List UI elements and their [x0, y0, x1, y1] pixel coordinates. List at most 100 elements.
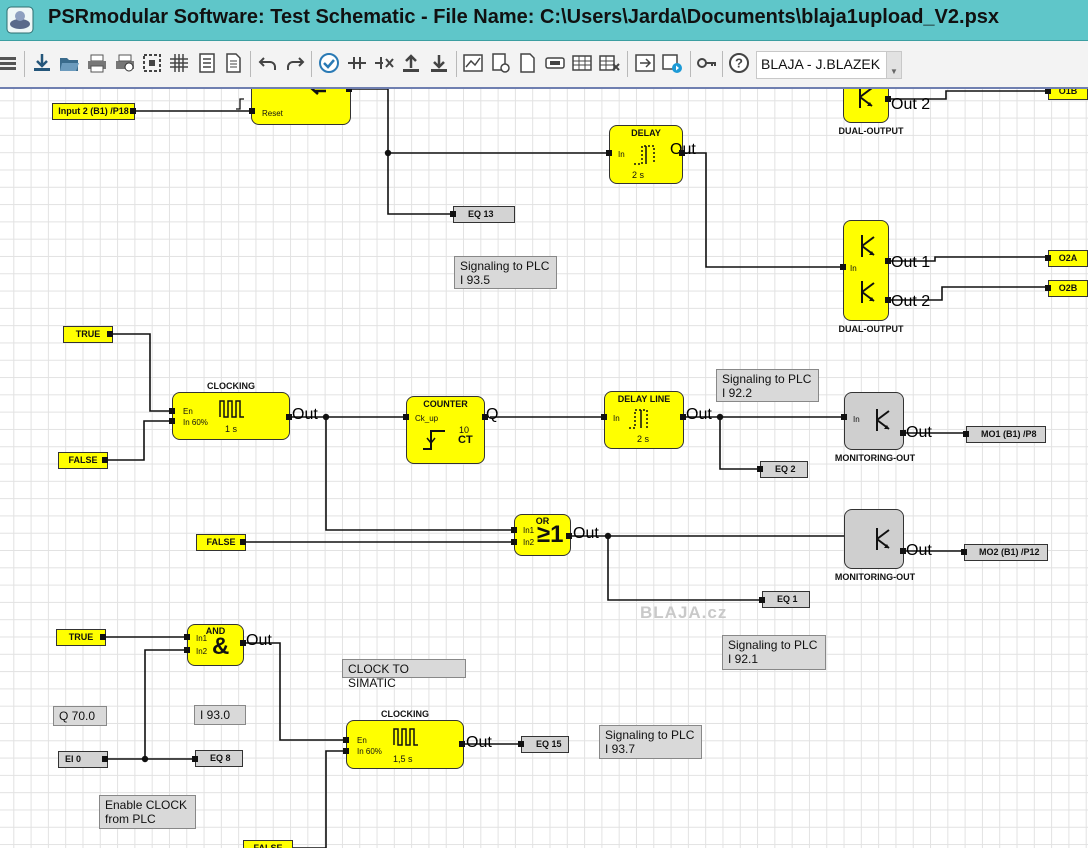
checklist-icon[interactable]	[196, 52, 218, 74]
monitoring-out-block-2[interactable]	[844, 509, 904, 569]
comment-i930[interactable]: I 93.0	[194, 705, 246, 725]
dual-output-block-1[interactable]	[843, 89, 889, 123]
chart-icon[interactable]	[462, 52, 484, 74]
print-preview-icon[interactable]	[114, 52, 136, 74]
redo-icon[interactable]	[284, 52, 306, 74]
disconnect-icon[interactable]	[373, 52, 395, 74]
and-symbol: &	[212, 633, 230, 660]
pin	[511, 527, 517, 533]
clocking-param: 1 s	[225, 424, 238, 434]
counter-edge-icon	[423, 430, 445, 450]
grid-icon[interactable]	[168, 52, 190, 74]
export-icon[interactable]	[634, 52, 656, 74]
switch-symbol-icon	[310, 89, 326, 95]
user-select[interactable]: BLAJA - J.BLAZEK ▼	[756, 51, 902, 79]
download-to-device-icon[interactable]	[428, 52, 450, 74]
help-icon[interactable]: ?	[728, 52, 750, 74]
print-icon[interactable]	[86, 52, 108, 74]
pin-label-out: Out	[906, 542, 932, 559]
pin-label-out: Out	[466, 734, 492, 751]
transistor-icon	[859, 89, 873, 108]
input-tag-false[interactable]: FALSE	[196, 534, 246, 551]
clocking-title-2: CLOCKING	[381, 709, 429, 719]
input-tag-true[interactable]: TRUE	[56, 629, 106, 646]
pin-label-out: Out	[686, 406, 712, 423]
pin	[130, 108, 136, 114]
window-title: PSRmodular Software: Test Schematic - Fi…	[48, 6, 1000, 28]
counter-block[interactable]: COUNTER Ck_up 10 CT	[406, 396, 485, 464]
delay-line-param: 2 s	[637, 434, 650, 444]
chip-icon[interactable]	[544, 52, 566, 74]
menu-icon[interactable]	[0, 52, 22, 74]
pin-label-in1: In1	[196, 634, 208, 643]
comment-signaling-i921[interactable]: Signaling to PLC I 92.1	[722, 635, 826, 670]
comment-signaling-i937[interactable]: Signaling to PLC I 93.7	[599, 725, 702, 759]
reset-edge-icon	[236, 98, 244, 110]
wire	[607, 536, 762, 601]
monitoring-out-block-1[interactable]: In	[844, 392, 904, 450]
output-tag-eq2[interactable]: EQ 2	[760, 461, 808, 478]
pin-label-in1: In1	[523, 526, 535, 535]
output-tag-eq8[interactable]: EQ 8	[195, 750, 243, 767]
output-tag-o2a[interactable]: O2A	[1048, 250, 1088, 267]
simulate-icon[interactable]	[661, 52, 683, 74]
app-logo-icon	[6, 6, 34, 34]
delay-block[interactable]: DELAY In 2 s	[609, 125, 683, 184]
download-icon[interactable]	[31, 52, 53, 74]
schematic-canvas[interactable]: BLAJA.cz Reset DELAY In 2 s Out Out 2 DU…	[0, 89, 1088, 848]
select-region-icon[interactable]	[141, 52, 163, 74]
undo-icon[interactable]	[257, 52, 279, 74]
output-tag-o1b[interactable]: O1B	[1048, 89, 1088, 100]
or-block[interactable]: OR In1 In2 ≥1	[514, 514, 571, 556]
delay-line-block[interactable]: DELAY LINE In 2 s	[604, 391, 684, 449]
pin	[963, 431, 969, 437]
pin	[566, 533, 572, 539]
transistor-icon	[861, 281, 875, 303]
comment-q700[interactable]: Q 70.0	[53, 706, 107, 726]
input-tag-true[interactable]: TRUE	[63, 326, 113, 343]
comment-signaling-i935[interactable]: Signaling to PLC I 93.5	[454, 256, 557, 289]
input-tag-false[interactable]: FALSE	[243, 840, 293, 848]
document-icon[interactable]	[222, 52, 244, 74]
pin	[961, 549, 967, 555]
delay-line-symbol-icon	[629, 409, 648, 429]
comment-clock-to-simatic[interactable]: CLOCK TO SIMATIC	[342, 659, 466, 690]
output-tag-eq13[interactable]: EQ 13	[453, 206, 515, 223]
dual-output-block-2[interactable]: In	[843, 220, 889, 321]
output-tag-eq1[interactable]: EQ 1	[762, 591, 810, 608]
pin	[184, 647, 190, 653]
page-icon[interactable]	[516, 52, 538, 74]
transistor-icon	[876, 528, 890, 550]
table-icon[interactable]	[571, 52, 593, 74]
report-icon[interactable]	[490, 52, 512, 74]
wire	[144, 649, 188, 759]
comment-signaling-i922[interactable]: Signaling to PLC I 92.2	[716, 369, 819, 402]
input-tag-ei0[interactable]: EI 0	[58, 751, 108, 768]
output-tag-mo1[interactable]: MO1 (B1) /P8	[966, 426, 1046, 443]
validate-icon[interactable]	[318, 52, 340, 74]
clock-pulse-icon	[393, 728, 418, 746]
toolbar-separator	[311, 51, 312, 77]
clocking-block-2[interactable]: En In 60% 1,5 s	[346, 720, 464, 769]
key-icon[interactable]	[696, 52, 718, 74]
and-block[interactable]: AND In1 In2 &	[187, 624, 244, 666]
table-delete-icon[interactable]	[598, 52, 620, 74]
connect-icon[interactable]	[346, 52, 368, 74]
comment-enable-clock[interactable]: Enable CLOCK from PLC	[99, 795, 196, 829]
dual-output-title-1: DUAL-OUTPUT	[838, 126, 904, 136]
input-tag-input2[interactable]: Input 2 (B1) /P18	[52, 103, 135, 120]
top-function-block[interactable]: Reset	[251, 89, 351, 125]
open-folder-icon[interactable]	[58, 52, 80, 74]
output-tag-mo2[interactable]: MO2 (B1) /P12	[964, 544, 1048, 561]
wire	[325, 417, 515, 531]
output-tag-eq15[interactable]: EQ 15	[521, 736, 569, 753]
delay-symbol-icon	[634, 145, 655, 165]
junction-dot	[384, 149, 392, 157]
wire	[244, 642, 347, 741]
chevron-down-icon[interactable]: ▼	[886, 52, 901, 78]
clocking-block-1[interactable]: En In 60% 1 s	[172, 392, 290, 440]
output-tag-o2b[interactable]: O2B	[1048, 280, 1088, 297]
input-tag-false[interactable]: FALSE	[58, 452, 108, 469]
upload-icon[interactable]	[400, 52, 422, 74]
pin	[518, 741, 524, 747]
